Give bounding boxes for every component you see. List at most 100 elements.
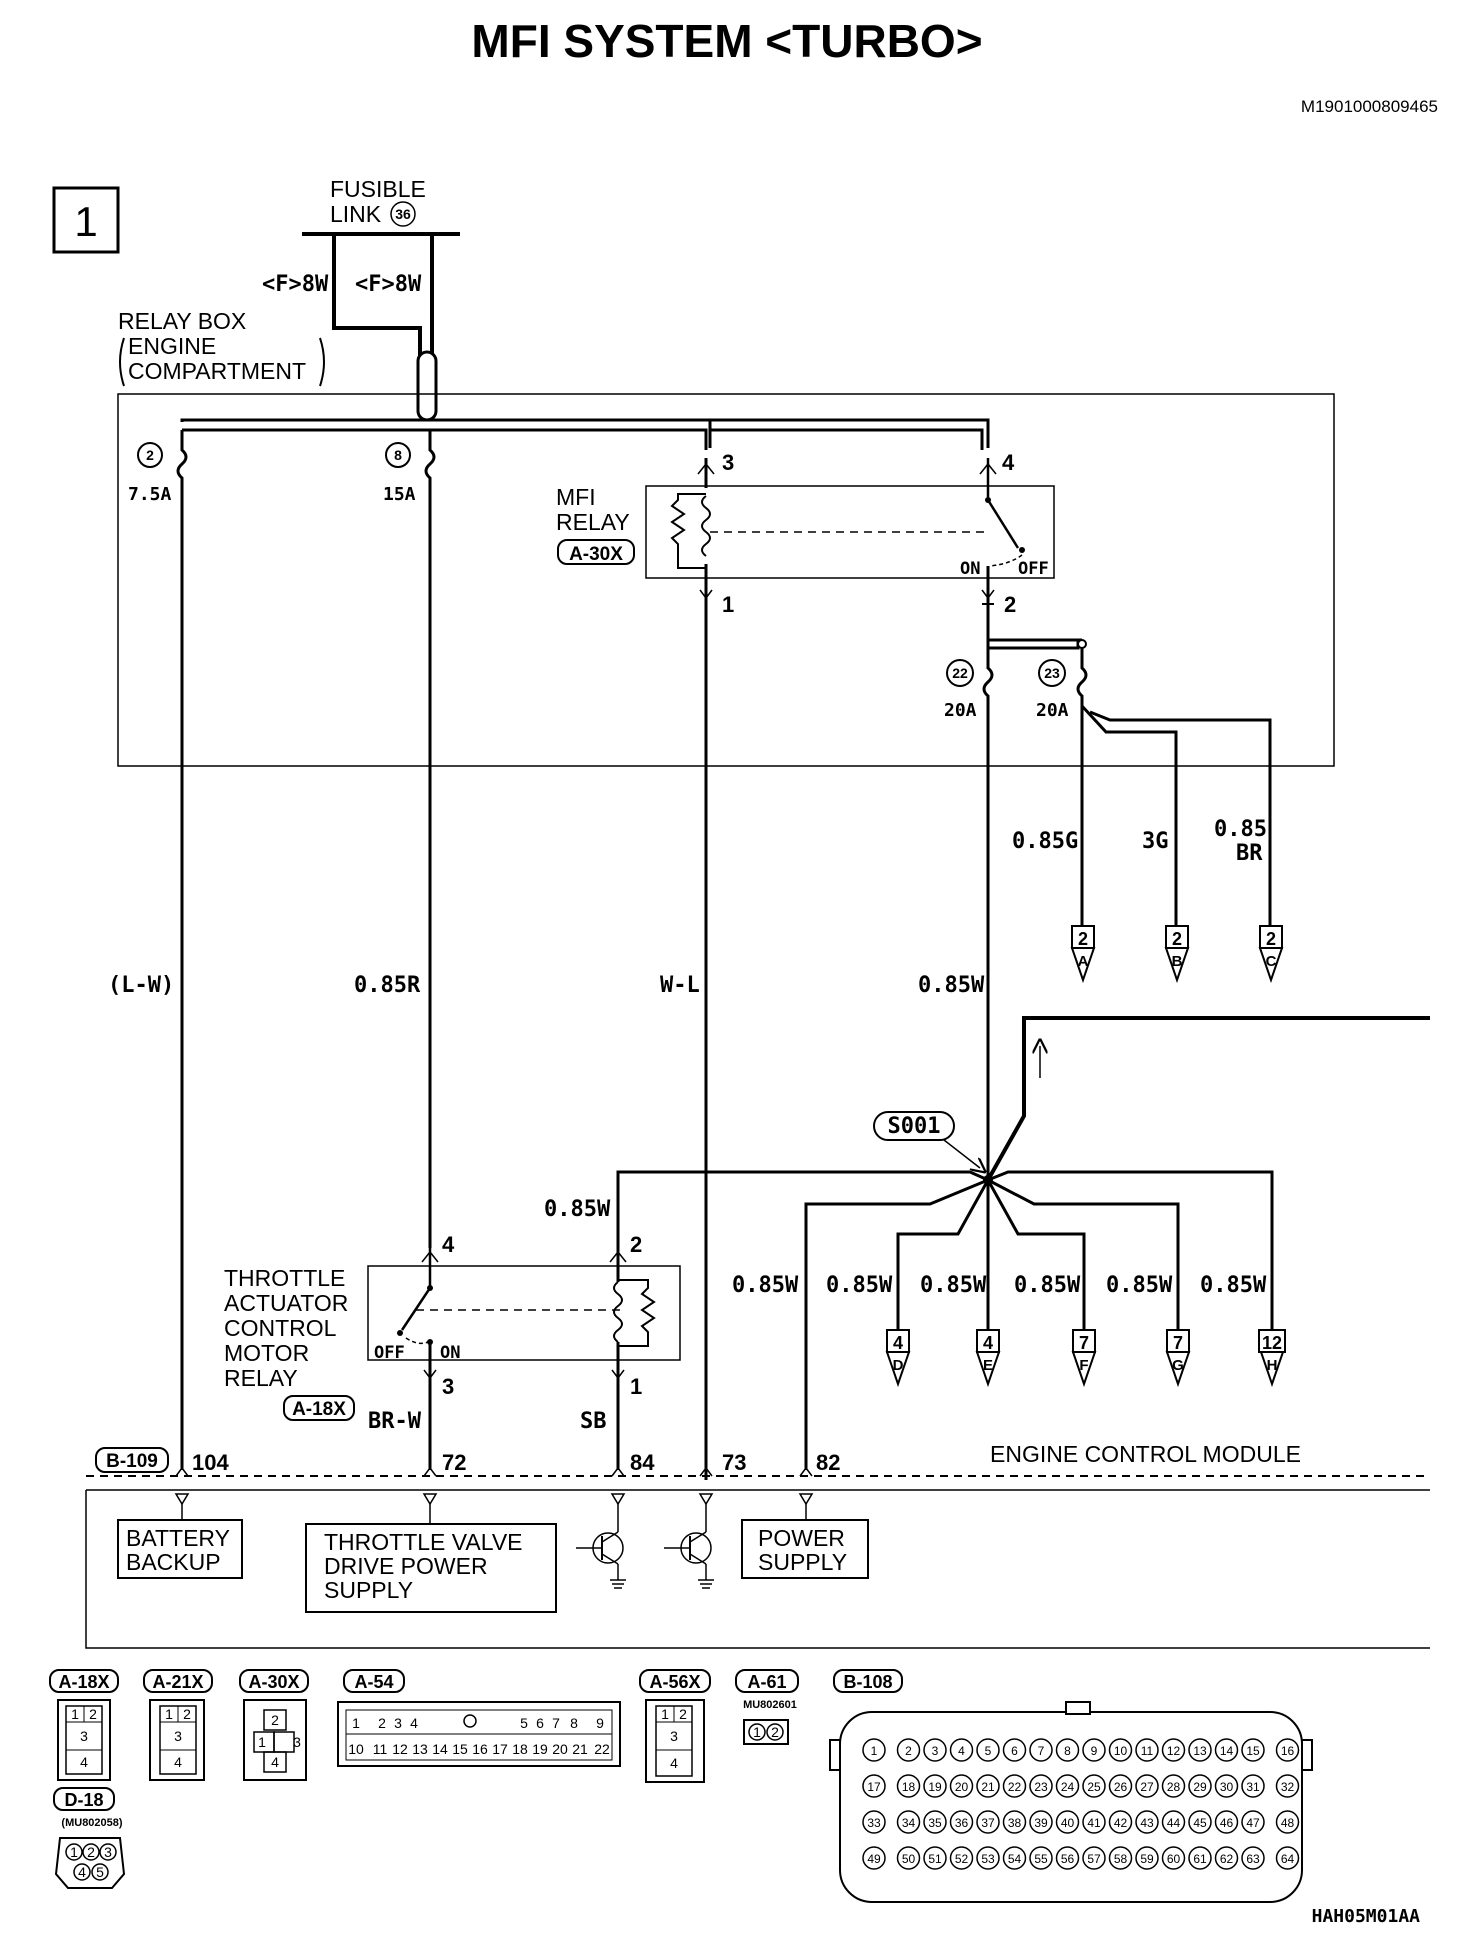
throttle-relay-label: THROTTLE xyxy=(224,1265,345,1291)
svg-text:19: 19 xyxy=(532,1741,548,1757)
svg-text:2: 2 xyxy=(771,1724,779,1740)
b108-cavity xyxy=(1161,1738,1186,1762)
wire-label-ecm82: 0.85W xyxy=(732,1273,799,1298)
b108-cavity xyxy=(1108,1738,1133,1762)
b108-cavity-label: 43 xyxy=(1140,1816,1154,1830)
power-supply-label: POWER xyxy=(758,1525,845,1551)
svg-text:10: 10 xyxy=(348,1741,364,1757)
transistor-84 xyxy=(576,1493,626,1589)
b108-cavity-label: 55 xyxy=(1034,1852,1048,1866)
fuse-22-circle xyxy=(946,659,974,687)
svg-text:7: 7 xyxy=(1173,1333,1183,1353)
relay-box-label-3: COMPARTMENT xyxy=(128,358,306,384)
svg-text:22: 22 xyxy=(594,1741,610,1757)
relay-box-label-2: ENGINE xyxy=(128,333,216,359)
b108-cavity xyxy=(1055,1846,1080,1870)
b108-cavity xyxy=(1188,1810,1212,1834)
b108-cavity xyxy=(1002,1738,1027,1762)
mfi-relay-connector: A-30X xyxy=(569,544,623,565)
b108-cavity xyxy=(1029,1846,1053,1870)
fusible-link-number-circle xyxy=(390,201,416,227)
fuse-2-rating: 7.5A xyxy=(128,484,172,505)
ecm-label: ENGINE CONTROL MODULE xyxy=(990,1441,1301,1467)
b108-cavity-label: 11 xyxy=(1141,1744,1154,1758)
b108-cavity xyxy=(949,1774,974,1798)
b108-cavity-label: 15 xyxy=(1246,1744,1260,1758)
mfi-relay-pin-3: 3 xyxy=(722,450,734,475)
b108-cavity-label: 53 xyxy=(981,1852,995,1866)
b108-cavity xyxy=(976,1774,1000,1798)
connector-d18-label: D-18 xyxy=(64,1790,103,1810)
b108-cavity xyxy=(862,1846,886,1870)
power-supply-box xyxy=(741,1519,869,1579)
wire-to-right xyxy=(986,1016,1430,1181)
connector-d18: 1 2 3 4 5 xyxy=(54,1837,126,1889)
svg-text:E: E xyxy=(983,1357,993,1374)
connector-a56x-label: A-56X xyxy=(649,1672,700,1692)
throttle-relay-connector: A-18X xyxy=(292,1399,346,1420)
svg-text:2: 2 xyxy=(1078,929,1088,949)
b108-cavity-label: 19 xyxy=(928,1780,942,1794)
b108-cavity-label: 34 xyxy=(902,1816,916,1830)
b108-cavity xyxy=(1161,1846,1186,1870)
wire-label-throttle3: BR-W xyxy=(368,1409,422,1434)
b108-cavity-label: 13 xyxy=(1193,1744,1207,1758)
b108-cavity-label: 10 xyxy=(1114,1744,1128,1758)
b108-cavity xyxy=(862,1738,886,1762)
mfi-relay-off: OFF xyxy=(1018,559,1049,579)
b108-cavity xyxy=(976,1738,1000,1762)
splice-label: S001 xyxy=(888,1114,941,1139)
connector-a61: 1 2 xyxy=(743,1719,789,1745)
b108-cavity-label: 61 xyxy=(1193,1852,1207,1866)
svg-text:11: 11 xyxy=(373,1741,388,1757)
b108-cavity-label: 51 xyxy=(928,1852,942,1866)
b108-cavity-label: 8 xyxy=(1064,1744,1071,1758)
b108-cavity xyxy=(896,1738,921,1762)
throttle-supply-label-3: SUPPLY xyxy=(324,1577,413,1603)
b108-cavity-label: 1 xyxy=(871,1744,878,1758)
wire-label-fusible-right: <F>8W xyxy=(355,272,422,297)
b108-cavity xyxy=(949,1846,974,1870)
b108-cavity-label: 30 xyxy=(1220,1780,1234,1794)
svg-text:4: 4 xyxy=(78,1864,86,1880)
b108-cavity xyxy=(1135,1738,1159,1762)
svg-text:4: 4 xyxy=(174,1754,182,1770)
fuse-23-symbol xyxy=(1076,648,1088,706)
wire-label-branch-d: 0.85W xyxy=(826,1273,893,1298)
connector-a21x: 1 2 3 4 xyxy=(149,1699,205,1781)
svg-text:F: F xyxy=(1079,1357,1088,1374)
ecm-connector: B-109 xyxy=(106,1451,158,1472)
connector-a18x-label: A-18X xyxy=(58,1672,109,1692)
splice-label-box xyxy=(873,1111,955,1141)
throttle-supply-label-2: DRIVE POWER xyxy=(324,1553,488,1579)
svg-text:3: 3 xyxy=(670,1728,678,1744)
throttle-relay-pin-2: 2 xyxy=(630,1232,642,1257)
b108-cavity xyxy=(1135,1774,1159,1798)
svg-text:1: 1 xyxy=(753,1724,761,1740)
b108-cavity-label: 52 xyxy=(955,1852,969,1866)
b108-cavity-label: 54 xyxy=(1008,1852,1022,1866)
svg-text:17: 17 xyxy=(492,1741,508,1757)
b108-cavity xyxy=(1108,1774,1133,1798)
b108-cavity-label: 59 xyxy=(1140,1852,1154,1866)
figure-code: HAH05M01AA xyxy=(1312,1906,1421,1927)
wire-label-out-b: 3G xyxy=(1142,829,1169,854)
b108-cavity-label: 7 xyxy=(1038,1744,1045,1758)
fusible-link-label: FUSIBLE xyxy=(330,176,426,202)
svg-text:3: 3 xyxy=(104,1844,112,1860)
b108-cavity xyxy=(1214,1810,1239,1834)
b108-cavity-label: 35 xyxy=(928,1816,942,1830)
wire-label-fusible-left: <F>8W xyxy=(262,272,329,297)
fuse-8-number: 8 xyxy=(394,447,402,463)
b108-cavity-label: 48 xyxy=(1281,1816,1295,1830)
fuse-23-circle xyxy=(1038,659,1066,687)
svg-text:2: 2 xyxy=(1172,929,1182,949)
b108-cavity xyxy=(1188,1846,1212,1870)
ecm-connector-box xyxy=(95,1447,169,1473)
b108-cavity-label: 22 xyxy=(1008,1780,1022,1794)
b108-cavity xyxy=(949,1738,974,1762)
output-arrow-e: 4 E xyxy=(975,1329,1001,1388)
b108-cavity-label: 44 xyxy=(1167,1816,1181,1830)
b108-cavity-label: 36 xyxy=(955,1816,969,1830)
